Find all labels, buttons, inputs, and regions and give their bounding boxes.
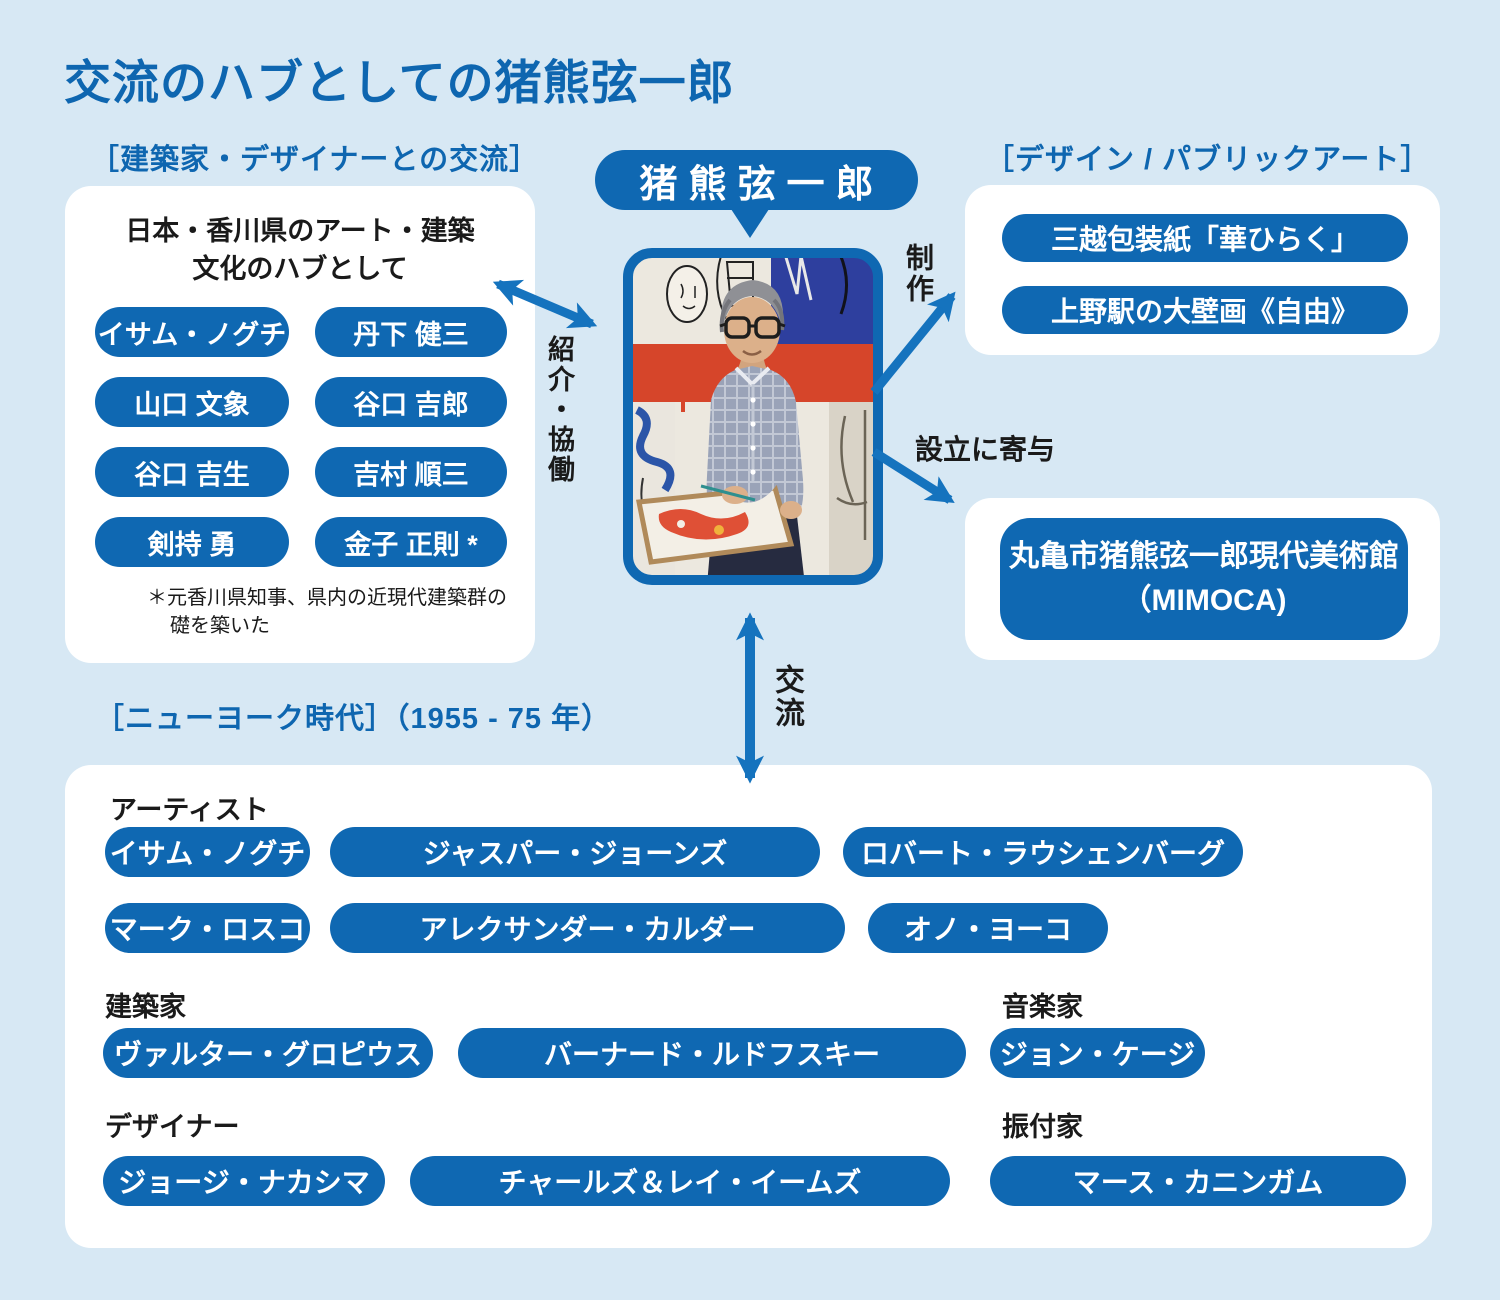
name-pill-john-cage: ジョン・ケージ (990, 1028, 1205, 1078)
founding-label: 設立に寄与 (915, 434, 1056, 465)
work-pill-ueno-mural: 上野駅の大壁画《自由》 (1002, 286, 1408, 334)
name-pill-yoshiro-taniguchi: 谷口 吉郎 (315, 377, 507, 427)
production-label: 制作 (903, 243, 934, 305)
intro-collab-label: 紹介・協働 (544, 335, 574, 485)
name-pill-yoko-ono: オノ・ヨーコ (868, 903, 1108, 953)
name-pill-merce-cunningham: マース・カニンガム (990, 1156, 1406, 1206)
name-pill-isamu-kenmochi: 剣持 勇 (95, 517, 289, 567)
work-pill-mitsukoshi-wrapping: 三越包装紙「華ひらく」 (1002, 214, 1408, 262)
name-pill-bunzo-yamaguchi: 山口 文象 (95, 377, 289, 427)
name-pill-alexander-calder: アレクサンダー・カルダー (330, 903, 845, 953)
name-pill-george-nakashima: ジョージ・ナカシマ (103, 1156, 385, 1206)
architects-subtitle: 日本・香川県のアート・建築 文化のハブとして (65, 212, 535, 288)
group-label-choreographer: 振付家 (1002, 1112, 1083, 1142)
name-pill-jasper-johns: ジャスパー・ジョーンズ (330, 827, 820, 877)
group-label-artist: アーティスト (110, 795, 269, 825)
section-header-architects: ［建築家・デザイナーとの交流］ (90, 144, 540, 176)
page-title: 交流のハブとしての猪熊弦一郎 (64, 56, 735, 109)
museum-box: 丸亀市猪熊弦一郎現代美術館 （MIMOCA) (1000, 518, 1408, 640)
group-label-architect: 建築家 (105, 992, 186, 1022)
section-header-design: ［デザイン / パブリックアート］ (985, 144, 1431, 176)
name-pill-robert-rauschenberg: ロバート・ラウシェンバーグ (843, 827, 1243, 877)
exchange-label: 交流 (770, 664, 803, 730)
museum-name: 丸亀市猪熊弦一郎現代美術館 (1009, 540, 1399, 573)
name-pill-masanori-kaneko: 金子 正則 * (315, 517, 507, 567)
inokuma-photo (623, 248, 883, 585)
name-pill-bernard-rudofsky: バーナード・ルドフスキー (458, 1028, 966, 1078)
architects-subtitle-line2: 文化のハブとして (192, 254, 408, 284)
group-label-musician: 音楽家 (1002, 992, 1083, 1022)
footnote-line1: ＊元香川県知事、県内の近現代建築群の (147, 587, 507, 609)
production-arrow (870, 291, 956, 395)
name-pill-kenzo-tange: 丹下 健三 (315, 307, 507, 357)
architects-subtitle-line1: 日本・香川県のアート・建築 (125, 216, 475, 246)
footnote-line2: 礎を築いた (170, 615, 270, 637)
name-pill-isamu-noguchi-ny: イサム・ノグチ (105, 827, 310, 877)
name-pill-charles-ray-eames: チャールズ＆レイ・イームズ (410, 1156, 950, 1206)
name-pill-yoshio-taniguchi: 谷口 吉生 (95, 447, 289, 497)
group-label-designer: デザイナー (105, 1112, 240, 1142)
section-header-newyork: ［ニューヨーク時代］（1955 - 75 年） (95, 703, 612, 735)
name-pill-isamu-noguchi: イサム・ノグチ (95, 307, 289, 357)
inokuma-bubble-tail (729, 206, 771, 238)
inokuma-name-bubble: 猪熊弦一郎 (595, 150, 918, 210)
name-pill-walter-gropius: ヴァルター・グロピウス (103, 1028, 433, 1078)
name-pill-mark-rothko: マーク・ロスコ (105, 903, 310, 953)
name-pill-junzo-yoshimura: 吉村 順三 (315, 447, 507, 497)
museum-abbr: （MIMOCA) (1121, 584, 1287, 617)
